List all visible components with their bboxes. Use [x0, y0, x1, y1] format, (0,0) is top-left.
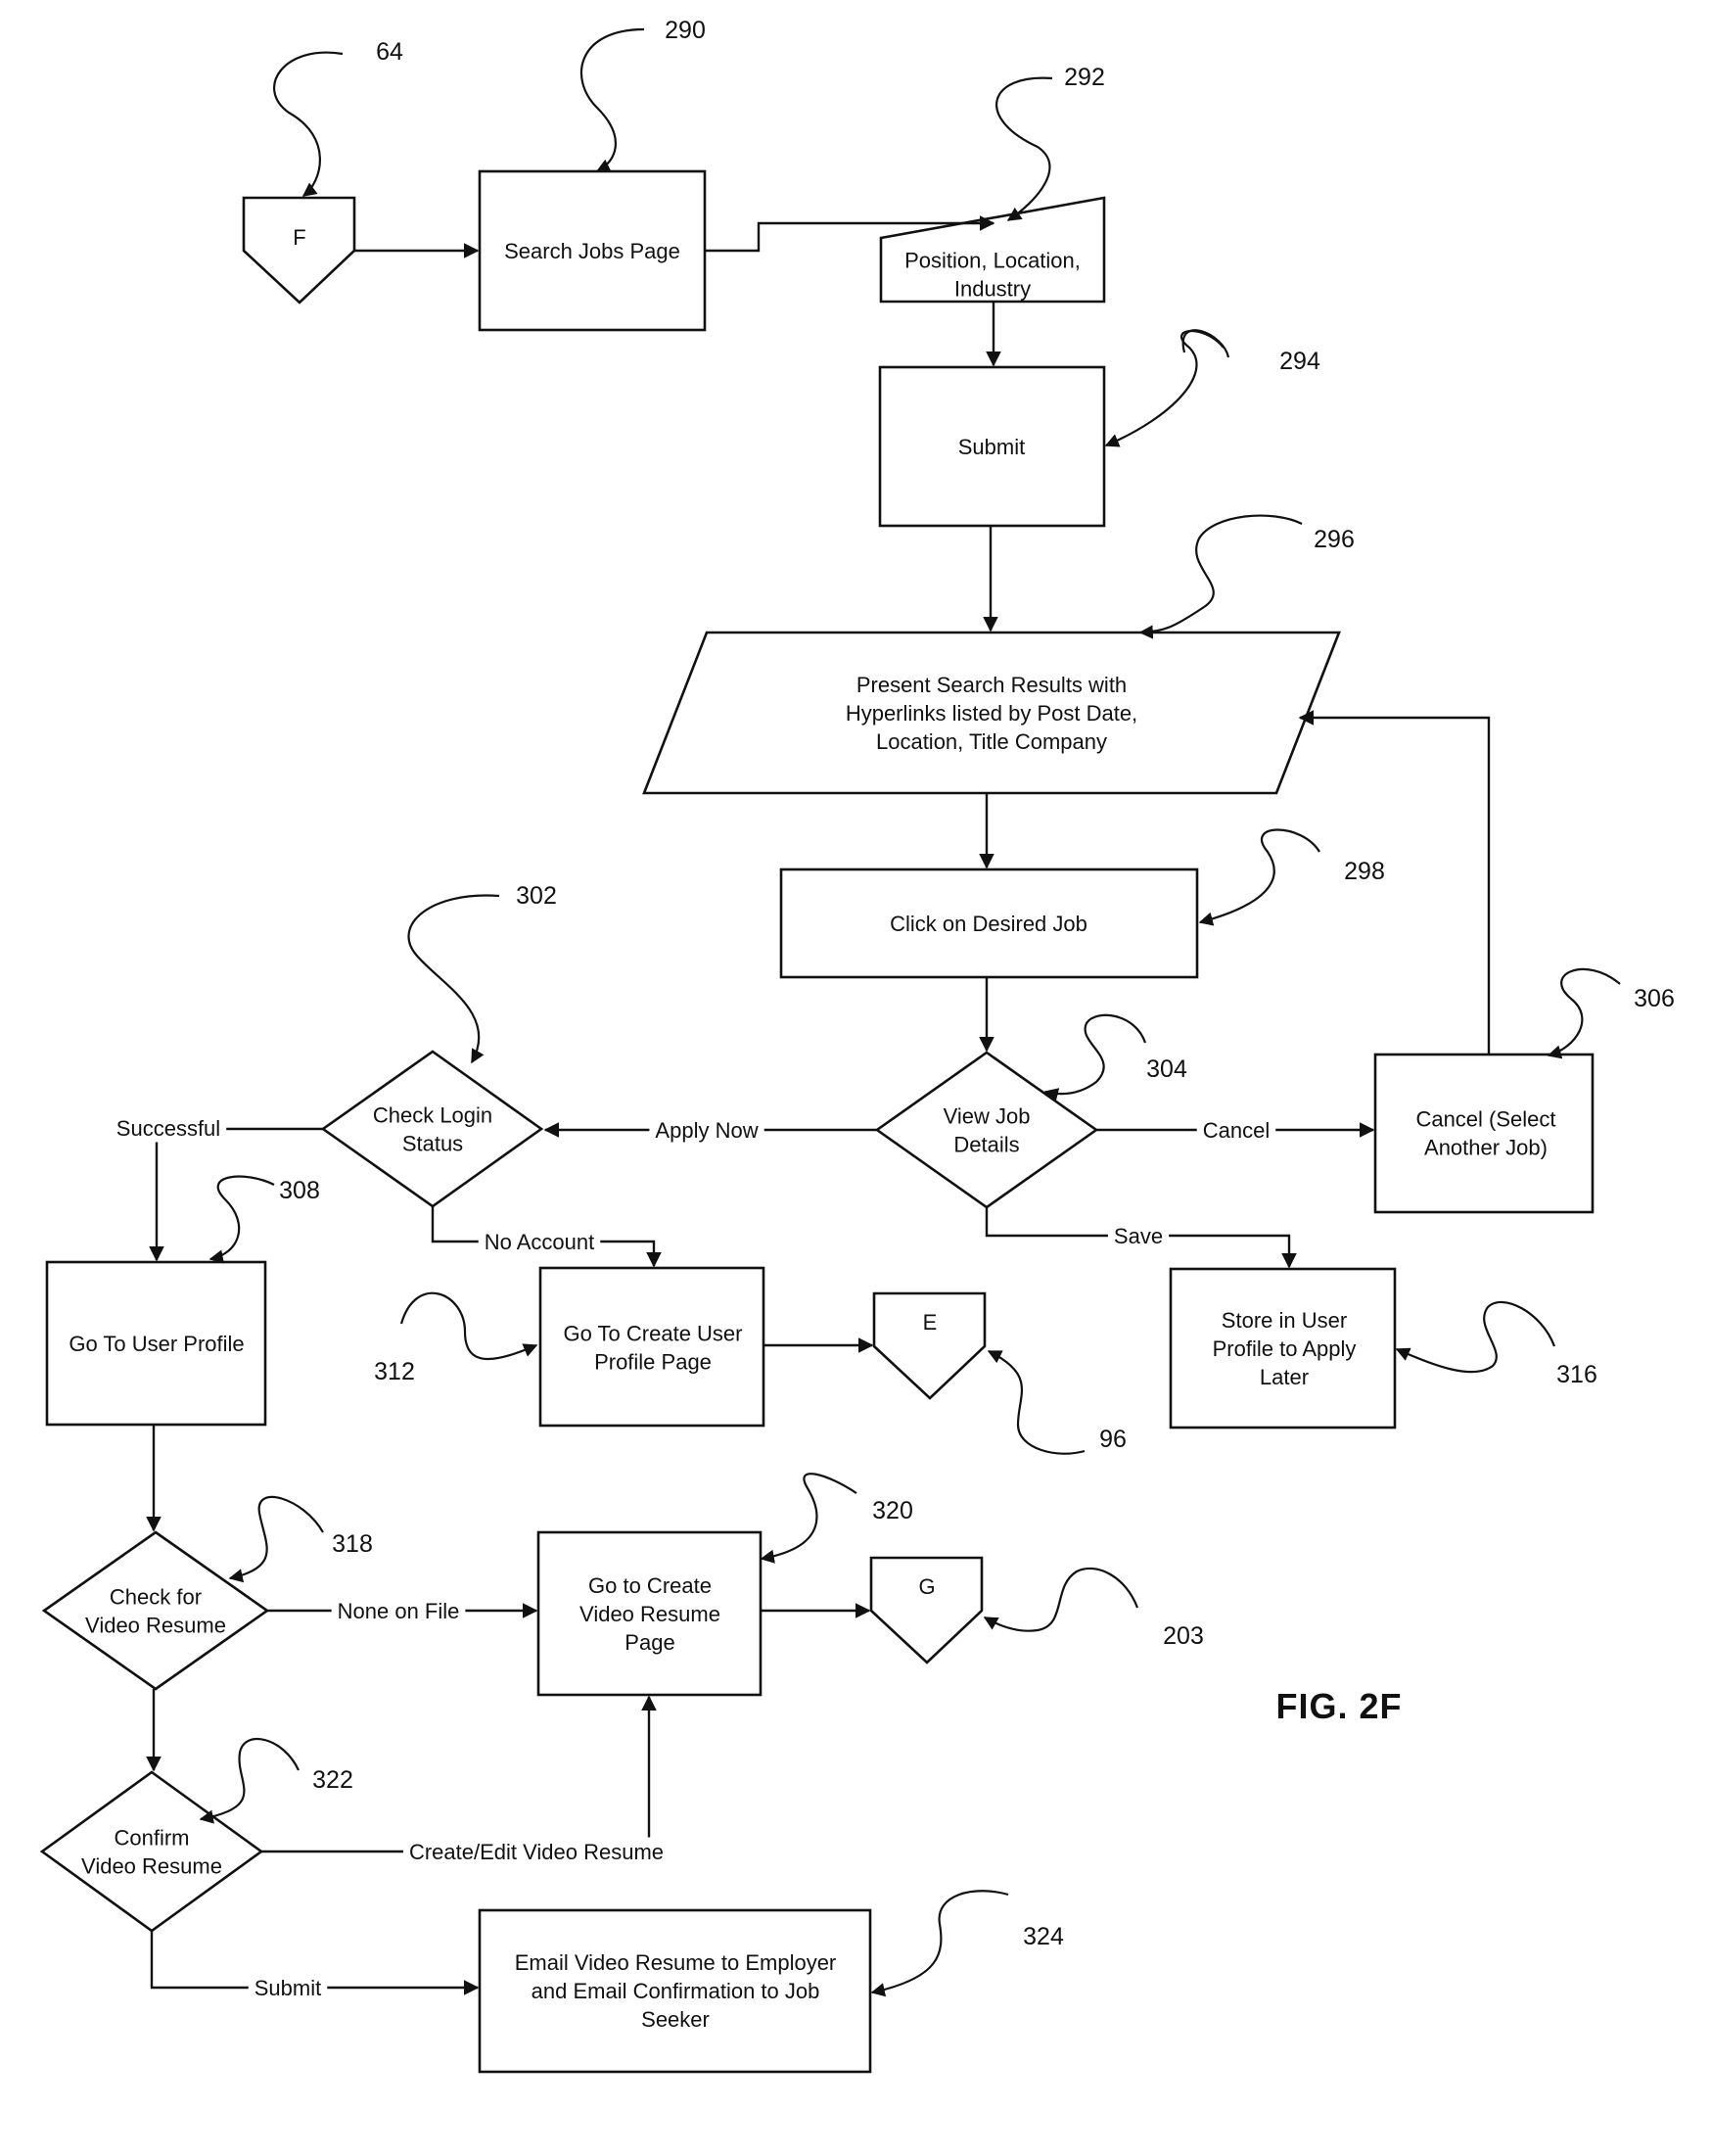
edge-label-apply-now: Apply Now: [655, 1118, 758, 1143]
ref-298: 298: [1344, 858, 1385, 885]
cancel-select-box: [1375, 1055, 1593, 1212]
connector-g-label: G: [918, 1574, 935, 1599]
ref-324: 324: [1023, 1923, 1064, 1950]
lead-304: [1045, 1015, 1145, 1094]
figure-label: FIG. 2F: [1275, 1686, 1402, 1726]
lead-302: [409, 896, 499, 1062]
lead-292: [996, 78, 1052, 220]
ref-322: 322: [312, 1766, 353, 1794]
confirm-video-diamond: [42, 1772, 261, 1931]
search-jobs-label: Search Jobs Page: [504, 239, 680, 263]
lead-296: [1140, 516, 1302, 633]
edge-label-none-on-file: None on File: [338, 1599, 460, 1623]
lead-312: [401, 1293, 536, 1359]
lead-320: [762, 1474, 856, 1559]
lead-322: [201, 1739, 299, 1819]
ref-96: 96: [1099, 1426, 1127, 1453]
lead-294: [1106, 331, 1224, 445]
lead-308: [210, 1177, 274, 1259]
create-user-profile-box: [540, 1268, 763, 1426]
edge-label-create-edit: Create/Edit Video Resume: [409, 1840, 664, 1864]
ref-316: 316: [1556, 1361, 1597, 1388]
ref-308: 308: [279, 1177, 320, 1204]
connector-e-label: E: [923, 1310, 938, 1335]
lead-316: [1397, 1302, 1554, 1372]
lead-203: [985, 1569, 1137, 1631]
ref-292: 292: [1064, 64, 1105, 91]
lead-96: [989, 1351, 1085, 1454]
lead-318: [230, 1497, 323, 1578]
lead-298: [1200, 830, 1319, 923]
ref-296: 296: [1314, 526, 1355, 553]
present-results-label: Present Search Results withHyperlinks li…: [846, 672, 1137, 753]
lead-324: [872, 1891, 1008, 1992]
lead-290: [581, 29, 644, 171]
ref-203: 203: [1163, 1622, 1204, 1650]
ref-306: 306: [1634, 985, 1675, 1012]
edge-label-successful: Successful: [116, 1116, 220, 1141]
edge-label-no-account: No Account: [485, 1230, 595, 1254]
ref-302: 302: [516, 882, 557, 910]
click-job-label: Click on Desired Job: [890, 912, 1087, 936]
check-video-diamond: [44, 1532, 267, 1689]
submit-box-label: Submit: [958, 435, 1025, 459]
ref-294: 294: [1279, 348, 1320, 375]
check-login-diamond: [323, 1052, 541, 1206]
connector-f-shape: [244, 198, 354, 303]
edge-label-save: Save: [1114, 1224, 1163, 1248]
edge-label-submit: Submit: [254, 1976, 321, 2000]
ref-312: 312: [374, 1358, 415, 1385]
connector-f-label: F: [293, 225, 305, 250]
ref-318: 318: [332, 1530, 373, 1558]
ref-290: 290: [665, 17, 706, 44]
view-job-details-diamond: [877, 1053, 1096, 1207]
lead-306: [1549, 969, 1620, 1055]
user-profile-label: Go To User Profile: [69, 1332, 244, 1356]
ref-64: 64: [376, 38, 403, 66]
ref-304: 304: [1146, 1055, 1187, 1083]
edge-cancel-to-results: [1300, 718, 1489, 1055]
lead-64: [274, 53, 343, 196]
ref-320: 320: [872, 1497, 913, 1524]
edge-label-cancel: Cancel: [1203, 1118, 1270, 1143]
